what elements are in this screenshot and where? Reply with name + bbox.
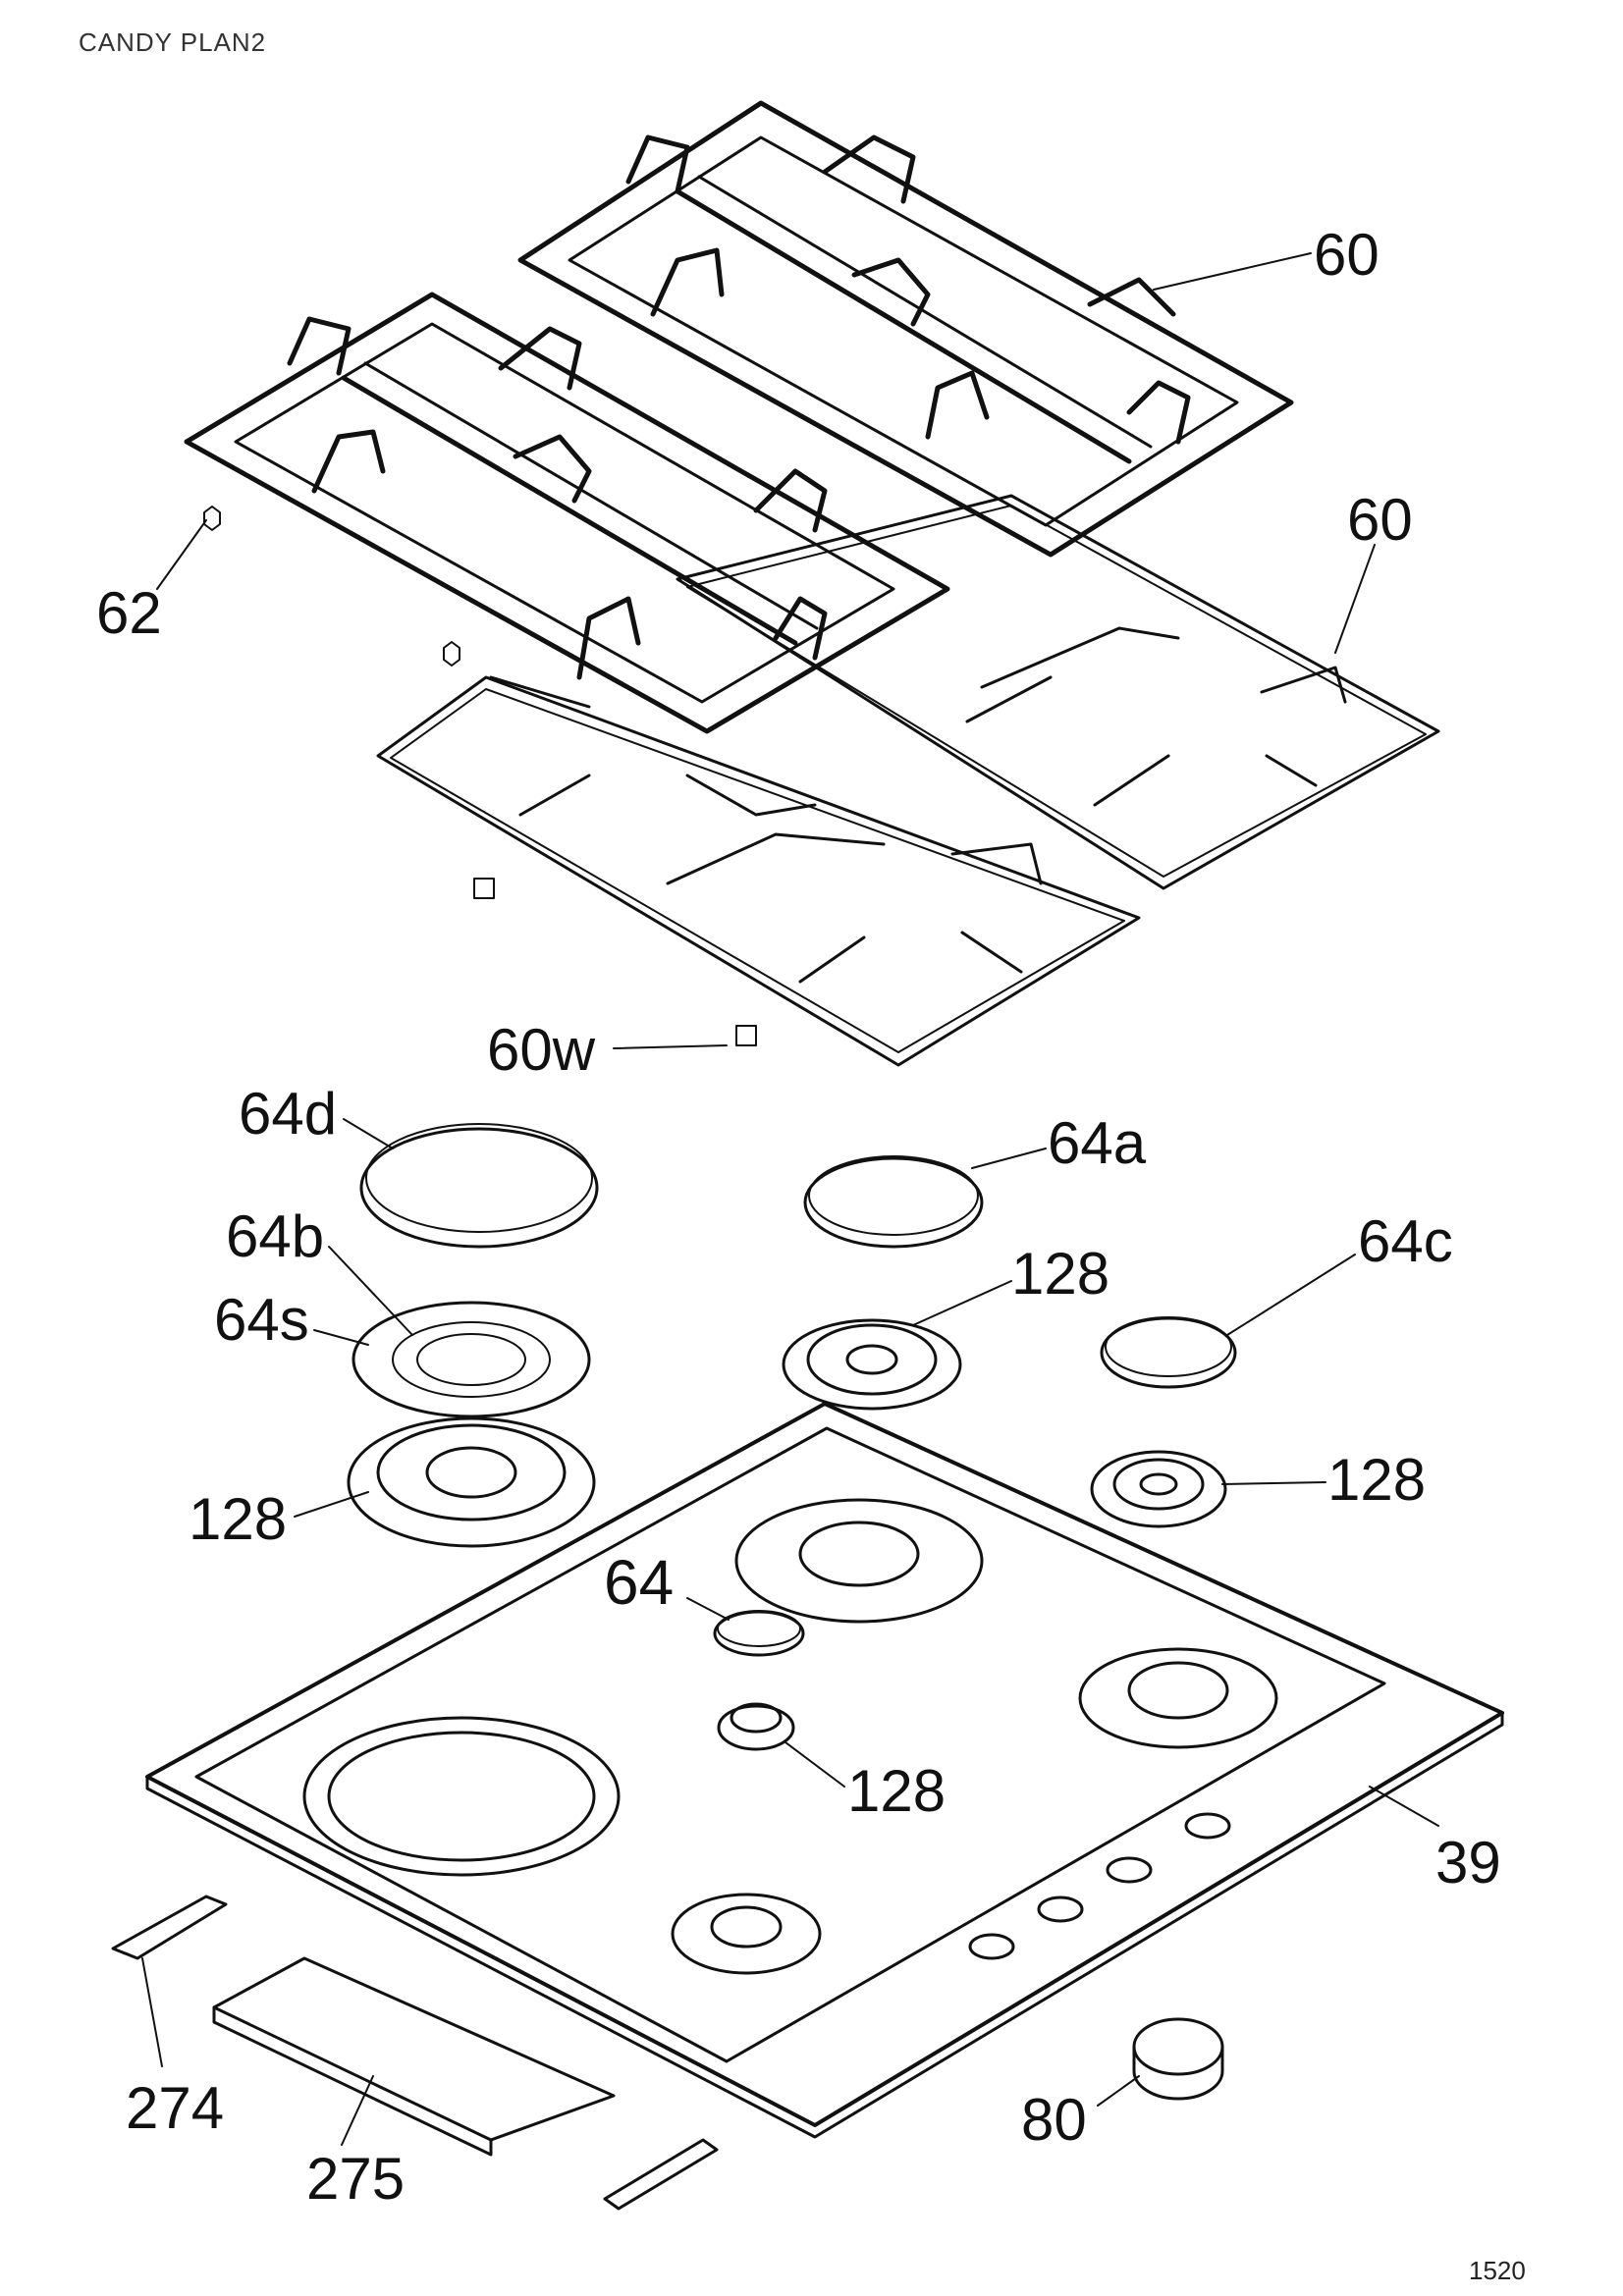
diagram-header: CANDY PLAN2 [79,27,267,57]
label-64d: 64d [239,1081,338,1147]
pan-support-wire-left [376,675,1141,1067]
label-64c: 64c [1358,1208,1453,1274]
label-62: 62 [96,580,162,646]
label-60w: 60w [487,1017,596,1083]
label-128-left: 128 [189,1486,288,1552]
label-64a: 64a [1048,1110,1147,1176]
label-39: 39 [1435,1830,1501,1896]
label-275: 275 [306,2146,406,2212]
burner-caps [352,1123,1237,1657]
leader-lines [141,252,1439,2146]
label-128-right: 128 [1327,1447,1427,1513]
label-64s: 64s [214,1287,309,1353]
label-64: 64 [604,1547,675,1618]
label-60-top: 60 [1314,222,1380,288]
burner-heads [347,1318,1227,1751]
accessory-parts [111,1895,1224,2211]
hob-top-plate [145,1402,1504,2139]
label-128-centre: 128 [1011,1241,1110,1307]
label-274: 274 [126,2075,225,2141]
label-60-wire: 60 [1347,487,1413,553]
pan-support-cast-left [184,292,950,734]
page-number: 1520 [1469,2256,1526,2285]
pan-support-cast-right [517,100,1294,558]
label-64b: 64b [226,1203,325,1269]
label-128-small: 128 [847,1758,947,1824]
pan-support-wire-right [676,494,1440,890]
label-80: 80 [1021,2087,1087,2153]
